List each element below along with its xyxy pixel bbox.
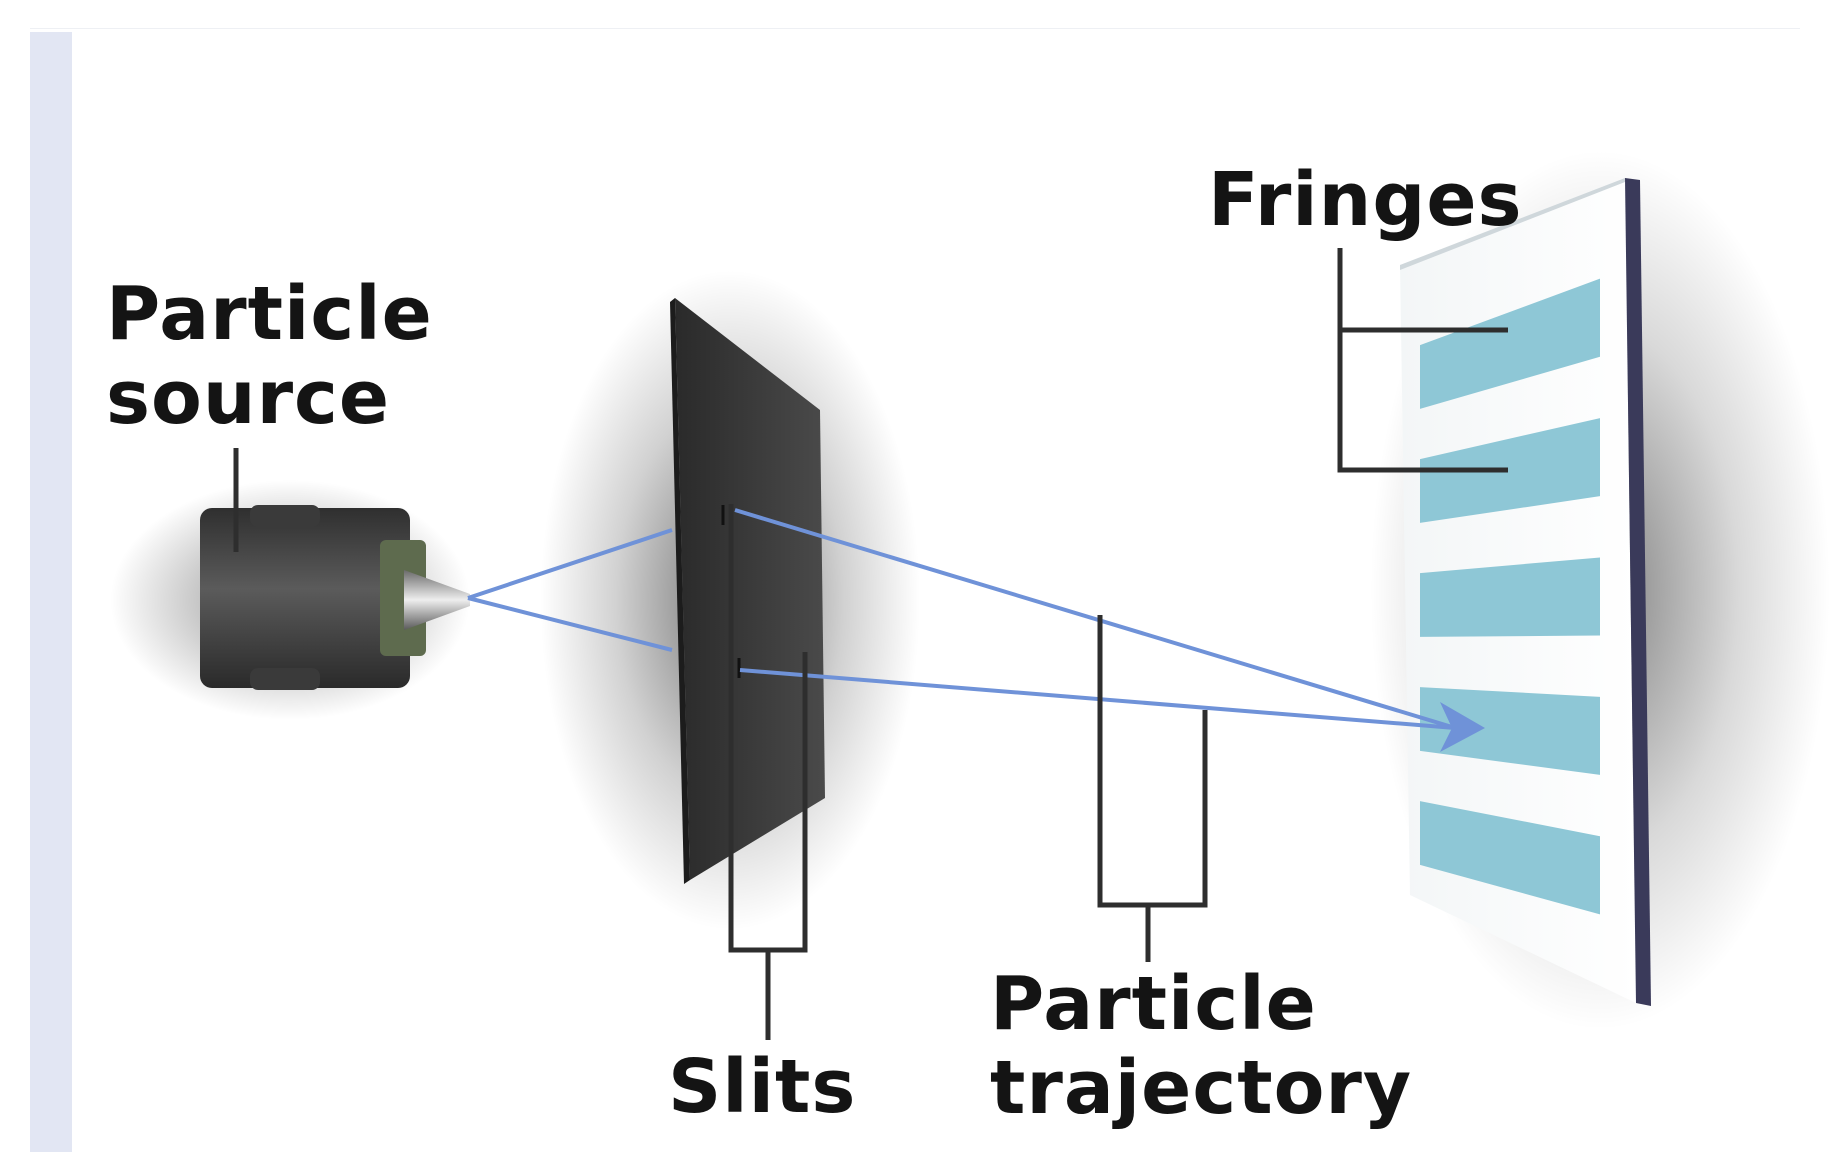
fringe-band: [1420, 801, 1600, 915]
trajectory-source-lower: [467, 596, 673, 652]
particle-trajectory-label-line2: trajectory: [990, 1045, 1413, 1131]
fringes-label: Fringes: [1208, 157, 1523, 243]
leader-fringes-lower: [1337, 248, 1508, 473]
fringe-band: [1420, 418, 1600, 523]
fringe-band: [1420, 278, 1600, 409]
particle-source-label-line2: source: [106, 355, 391, 441]
slits-label: Slits: [668, 1044, 857, 1130]
particle-trajectory-label-line1: Particle: [990, 961, 1317, 1047]
trajectory-source-upper: [467, 528, 673, 600]
leader-lines: [233, 248, 1508, 1040]
particle-source: [110, 480, 470, 720]
leader-trajectory-bracket: [1097, 615, 1208, 908]
top-divider: [30, 28, 1800, 29]
interference-fringes: [1420, 278, 1600, 915]
detector-screen: [1370, 150, 1829, 1030]
left-accent-bar: [30, 32, 72, 1152]
trajectory-arrowhead: [1440, 702, 1485, 752]
fringe-band: [1420, 557, 1600, 637]
fringe-band: [1420, 687, 1600, 775]
particle-source-label-line1: Particle: [106, 271, 433, 357]
